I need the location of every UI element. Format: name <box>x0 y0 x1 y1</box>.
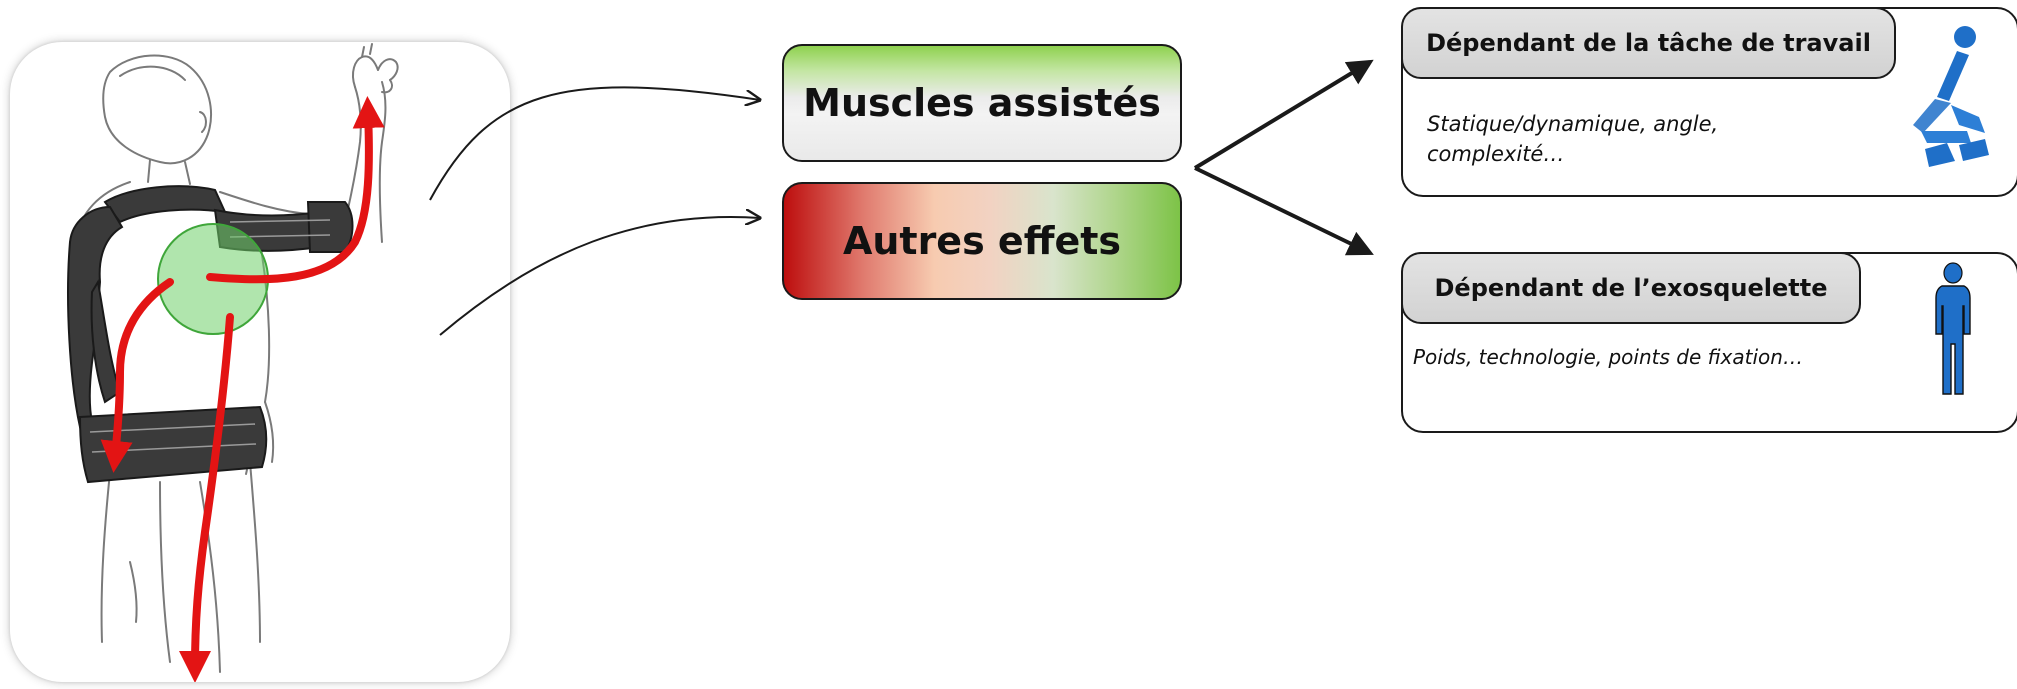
exoskeleton-dependency-title-text: Dépendant de l’exosquelette <box>1434 274 1828 302</box>
exoskeleton-dependency-title: Dépendant de l’exosquelette <box>1401 252 1861 324</box>
squatting-worker-icon <box>1907 21 1997 175</box>
arm-force-arrow <box>206 96 385 284</box>
task-dependency-title: Dépendant de la tâche de travail <box>1401 7 1896 79</box>
leg-force-arrow <box>179 313 234 682</box>
muscles-assistes-box: Muscles assistés <box>782 44 1182 162</box>
autres-effets-label: Autres effets <box>842 219 1122 263</box>
connector-to-exo-card <box>1194 166 1374 256</box>
task-dependency-card: Dépendant de la tâche de travail Statiqu… <box>1401 7 2017 197</box>
exoskeleton-dependency-card: Dépendant de l’exosquelette Poids, techn… <box>1401 252 2017 433</box>
task-description-line-2: complexité… <box>1427 142 1565 166</box>
task-dependency-description: Statique/dynamique, angle, complexité… <box>1427 109 1847 169</box>
task-description-line-1: Statique/dynamique, angle, <box>1427 112 1719 136</box>
back-force-arrow <box>100 278 174 473</box>
task-dependency-title-text: Dépendant de la tâche de travail <box>1426 29 1871 57</box>
muscles-assistes-label: Muscles assistés <box>803 81 1161 125</box>
exoskeleton-worker-illustration <box>67 43 399 682</box>
exoskeleton-dependency-description: Poids, technologie, points de fixation… <box>1413 345 1803 369</box>
exoskeleton-illustration-panel <box>10 42 510 682</box>
autres-effets-box: Autres effets <box>782 182 1182 300</box>
standing-person-icon <box>1928 262 1978 406</box>
connector-to-task-card <box>1193 59 1374 170</box>
